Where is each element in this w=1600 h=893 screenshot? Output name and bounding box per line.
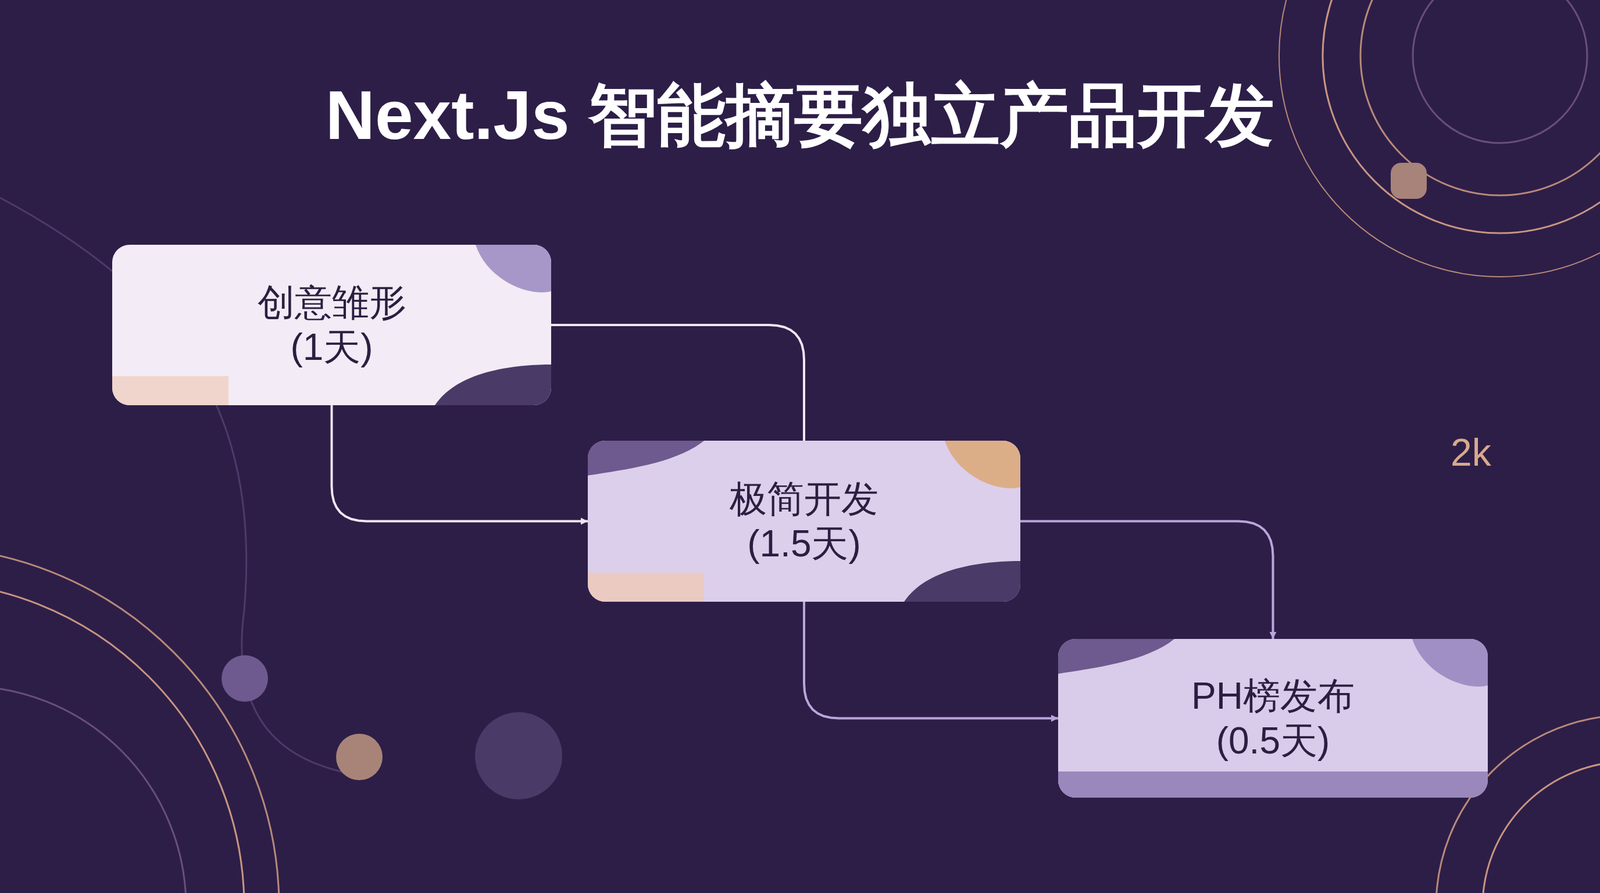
deco-ring xyxy=(0,546,280,893)
step-duration: (1天) xyxy=(290,325,373,370)
step-duration: (1.5天) xyxy=(747,521,862,567)
step-name: 创意雏形 xyxy=(257,280,407,325)
corner-blob xyxy=(112,376,229,406)
deco-dot xyxy=(1390,162,1427,199)
deco-ring xyxy=(1412,0,1588,144)
deco-dot xyxy=(221,655,269,702)
process-box: PH榜发布(0.5天) xyxy=(1058,638,1488,798)
deco-ring xyxy=(0,686,187,893)
flow-connector xyxy=(1020,521,1274,640)
flow-connector xyxy=(331,405,589,522)
corner-blob xyxy=(587,572,705,602)
process-box: 创意雏形(1天) xyxy=(112,244,552,406)
corner-blob xyxy=(904,561,1021,602)
flow-connector xyxy=(551,325,805,441)
corner-blob xyxy=(1058,638,1175,674)
step-name: 极简开发 xyxy=(729,476,879,522)
note-label: 2k xyxy=(1450,430,1492,475)
corner-blob xyxy=(944,440,1021,489)
box-decoration xyxy=(587,440,1021,602)
deco-dot xyxy=(336,733,383,781)
corner-blob xyxy=(1412,638,1488,687)
step-name: PH榜发布 xyxy=(1191,673,1355,719)
deco-dot xyxy=(475,712,563,800)
step-duration: (0.5天) xyxy=(1216,718,1331,764)
corner-blob xyxy=(1058,771,1488,798)
corner-blob xyxy=(434,364,552,406)
deco-ring xyxy=(1279,0,1600,277)
deco-ring xyxy=(0,581,245,893)
deco-ring xyxy=(1322,0,1600,234)
deco-ring xyxy=(1482,761,1600,893)
box-decoration xyxy=(112,244,552,406)
flow-connector xyxy=(804,601,1059,719)
diagram-title: Next.Js 智能摘要独立产品开发 xyxy=(0,69,1600,163)
process-box: 极简开发(1.5天) xyxy=(587,440,1021,602)
corner-blob xyxy=(587,440,705,476)
box-decoration xyxy=(1058,638,1488,798)
corner-blob xyxy=(475,244,552,293)
